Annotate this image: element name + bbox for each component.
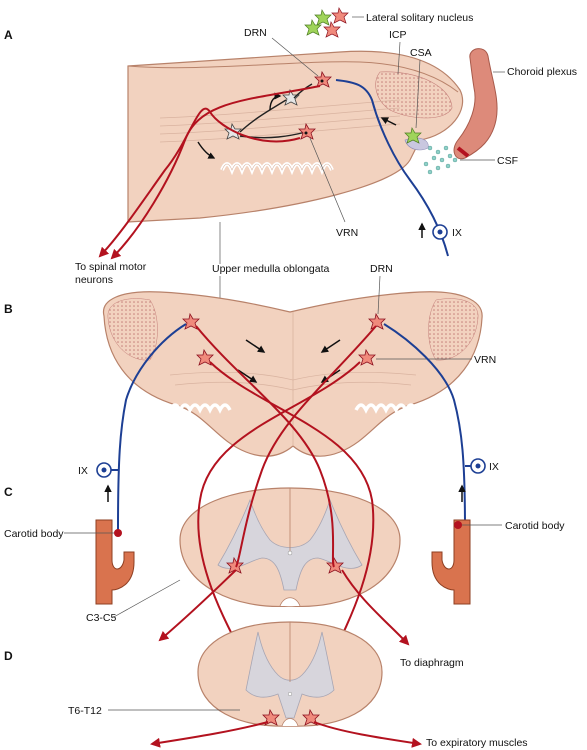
medulla-top-ridge bbox=[127, 61, 459, 93]
panel-a: A IX bbox=[4, 7, 577, 298]
stipple-right-b bbox=[428, 298, 479, 361]
lateral-solitary-nucleus-cells bbox=[304, 7, 349, 38]
label-upper-medulla: Upper medulla oblongata bbox=[212, 263, 329, 275]
panel-letter-d: D bbox=[4, 649, 13, 663]
label-to-expiratory-muscles: To expiratory muscles bbox=[426, 737, 528, 749]
label-c3-c5: C3-C5 bbox=[86, 612, 117, 624]
label-drn-a: DRN bbox=[244, 27, 267, 39]
vrn-neuron-a bbox=[298, 122, 316, 140]
fiber-striations-a bbox=[159, 99, 401, 143]
csf-dots bbox=[423, 145, 458, 175]
drn-neuron-b-right bbox=[368, 312, 386, 330]
label-to-diaphragm: To diaphragm bbox=[400, 657, 464, 669]
label-ix-left: IX bbox=[78, 465, 88, 477]
panel-c: C Carotid body Carotid body C3-C5 bbox=[4, 485, 565, 624]
panel-letter-c: C bbox=[4, 485, 13, 499]
vrn-neuron-b-left bbox=[196, 348, 214, 366]
label-lateral-solitary-nucleus: Lateral solitary nucleus bbox=[366, 12, 473, 24]
label-ix-right: IX bbox=[489, 461, 499, 473]
inferior-olive-left-b bbox=[158, 403, 232, 414]
carotid-body-left bbox=[114, 529, 122, 537]
label-carotid-body-left: Carotid body bbox=[4, 528, 64, 540]
label-vrn-b: VRN bbox=[474, 354, 496, 366]
label-choroid-plexus: Choroid plexus bbox=[507, 66, 577, 78]
vrn-neuron-b-right bbox=[358, 348, 376, 366]
label-csf: CSF bbox=[497, 155, 518, 167]
icp-stippled-region bbox=[375, 71, 453, 119]
ix-afferent-a bbox=[335, 79, 449, 257]
phrenic-motor-neuron-right bbox=[326, 556, 344, 574]
drn-neuron-b-left bbox=[182, 312, 200, 330]
csa-cell-icon bbox=[404, 127, 422, 144]
grey-matter-thoracic bbox=[245, 631, 335, 719]
label-icp: ICP bbox=[389, 29, 407, 41]
expiratory-motor-neuron-right bbox=[302, 708, 320, 726]
expiratory-efferent-right bbox=[313, 721, 422, 748]
panel-letter-b: B bbox=[4, 302, 13, 316]
panel-letter-a: A bbox=[4, 28, 13, 42]
label-to-spinal-motor-line1: To spinal motor bbox=[75, 261, 147, 273]
ix-afferent-right bbox=[383, 323, 466, 531]
label-csa: CSA bbox=[410, 47, 432, 59]
descending-axon-a2 bbox=[98, 107, 301, 258]
label-t6-t12: T6-T12 bbox=[68, 705, 102, 717]
panel-d: D T6-T12 To diaphragm To expiratory musc… bbox=[4, 621, 528, 749]
label-drn-b: DRN bbox=[370, 263, 393, 275]
carotid-body-right bbox=[454, 521, 462, 529]
expiratory-efferent-left bbox=[150, 721, 269, 748]
panel-b: B DRN VRN bbox=[4, 263, 499, 531]
label-vrn-a: VRN bbox=[336, 227, 358, 239]
ix-afferent-left bbox=[117, 323, 187, 531]
inferior-olive-right-b bbox=[354, 403, 428, 414]
stipple-left-b bbox=[107, 298, 158, 361]
label-to-spinal-motor-line2: neurons bbox=[75, 274, 113, 286]
carotid-artery-left bbox=[95, 519, 135, 605]
label-carotid-body-right: Carotid body bbox=[505, 520, 565, 532]
carotid-artery-right bbox=[431, 519, 471, 605]
label-ix-a: IX bbox=[452, 227, 462, 239]
drn-neuron-a bbox=[314, 70, 332, 88]
choroid-plexus bbox=[453, 48, 498, 160]
